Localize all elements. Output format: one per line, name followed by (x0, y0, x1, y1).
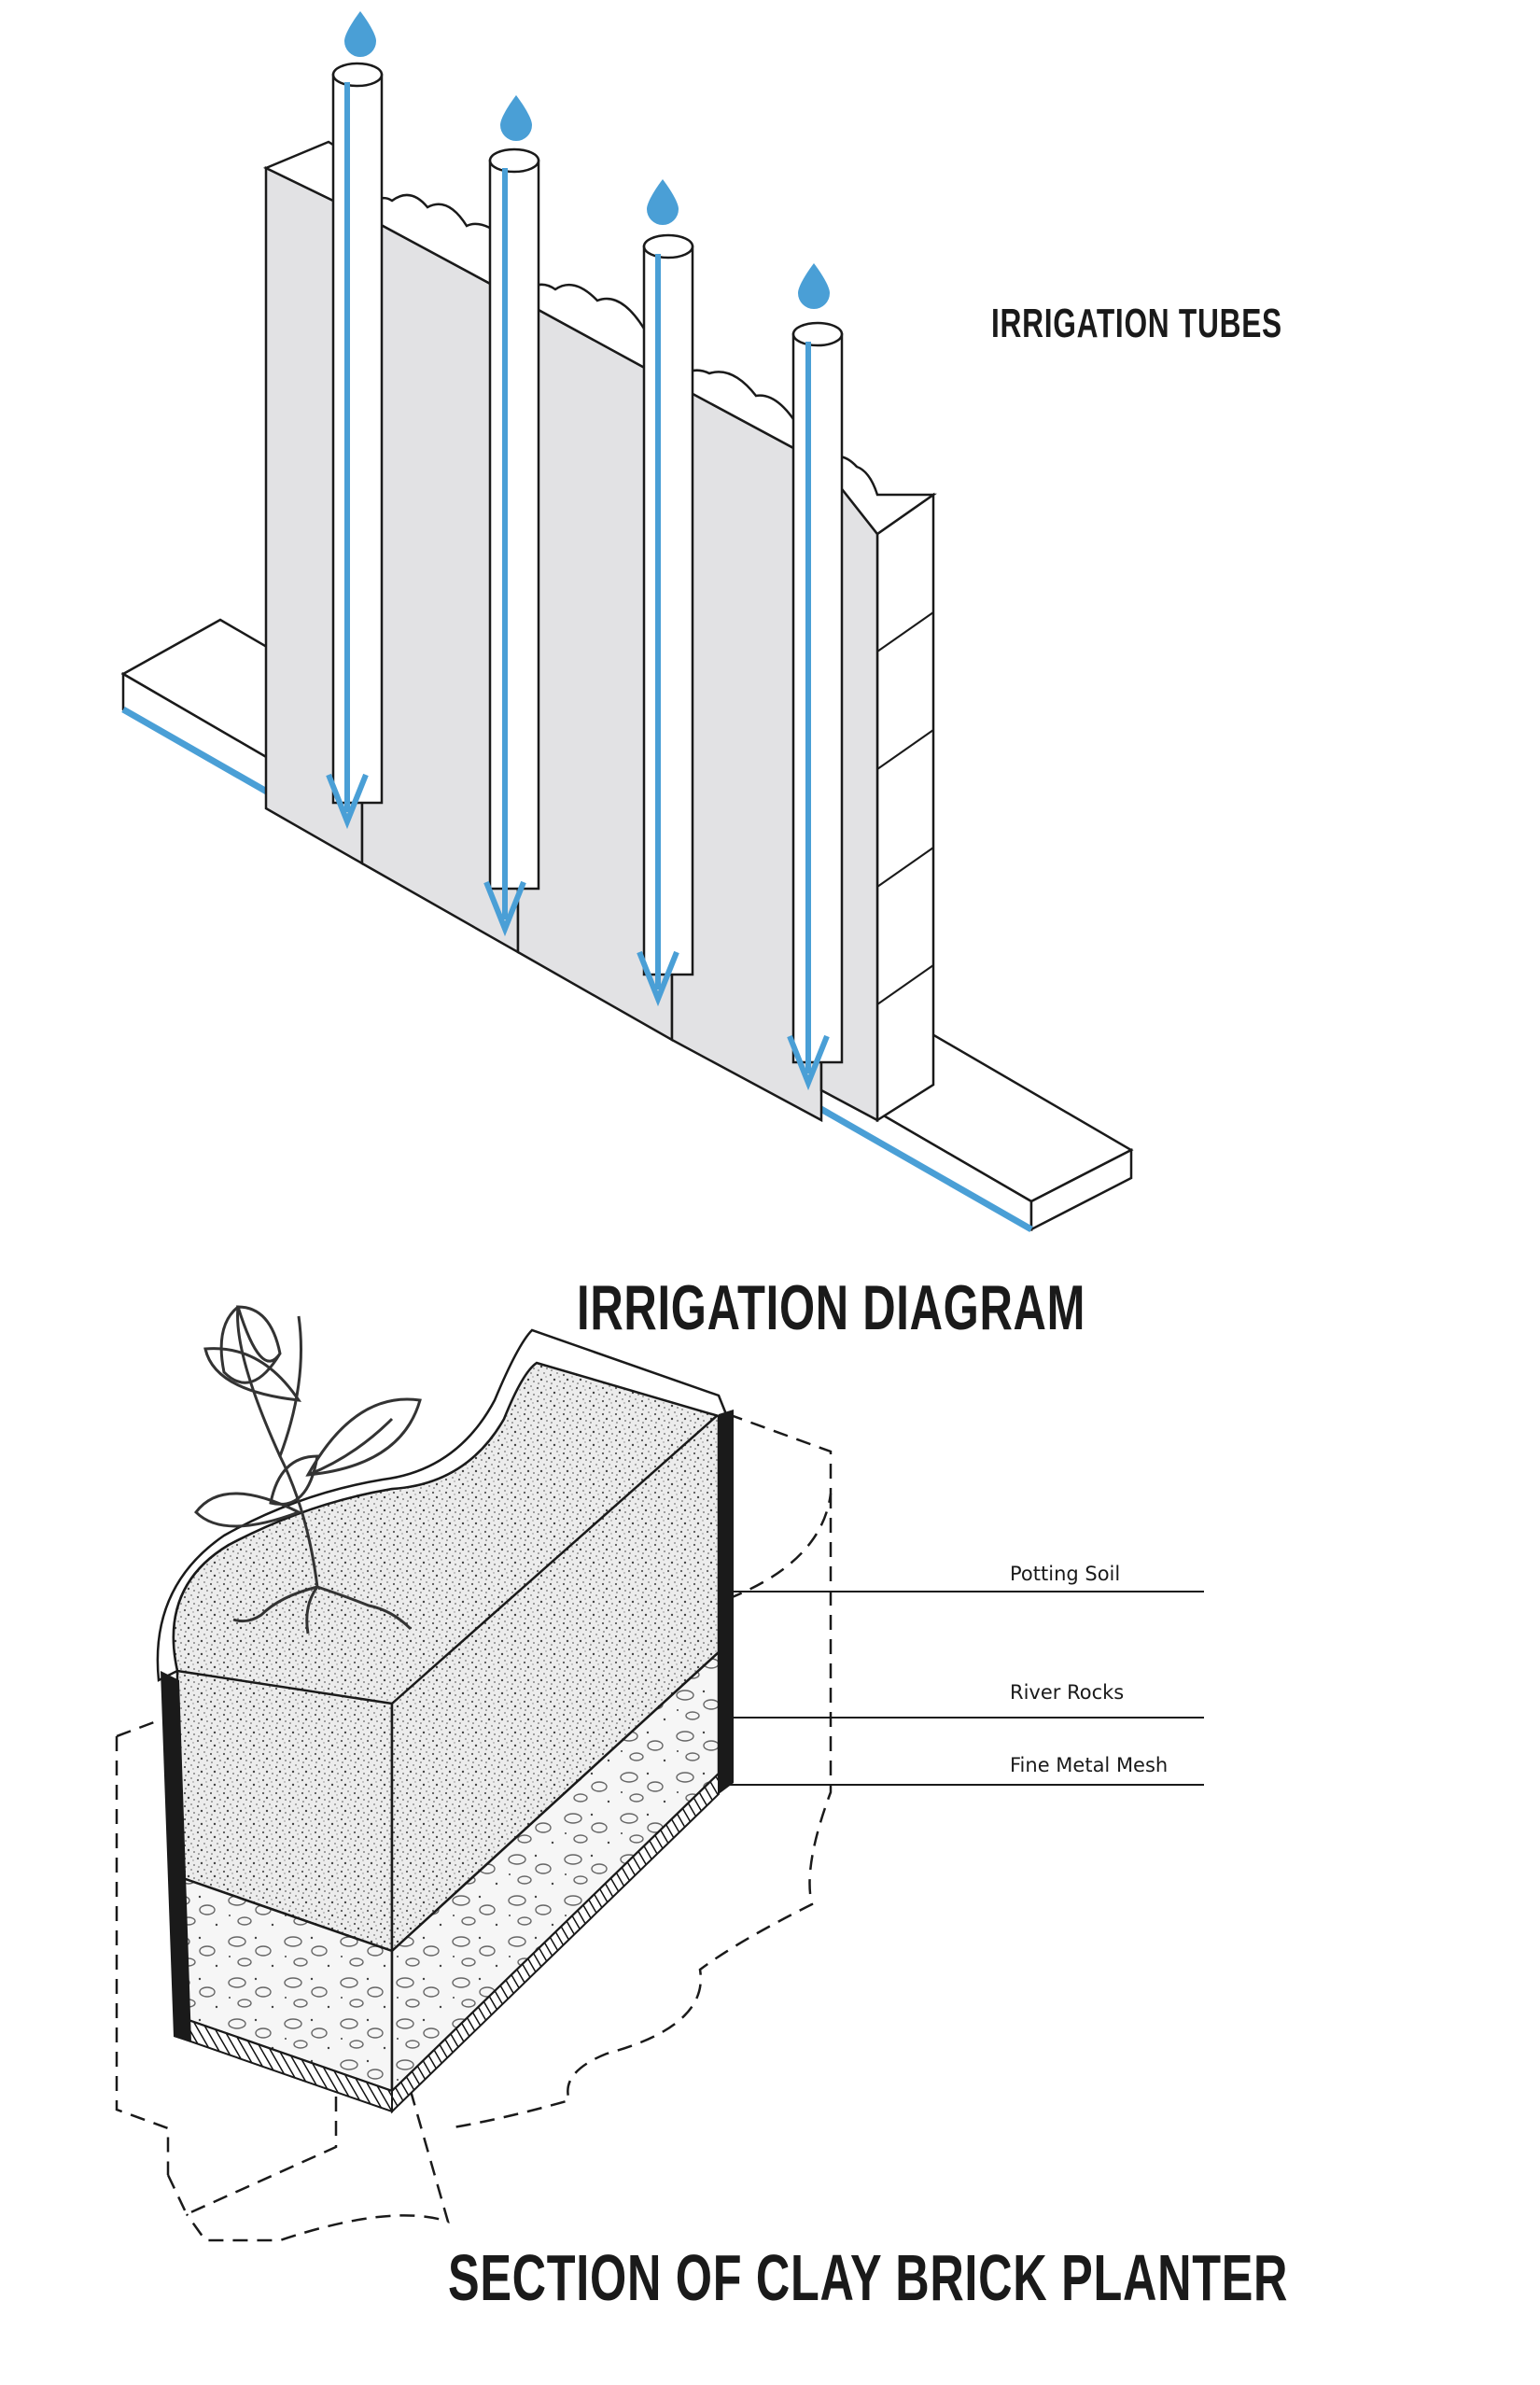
leaf-icon (269, 1454, 319, 1506)
irrigation-tube-1 (326, 62, 384, 830)
brick-column (875, 492, 935, 1123)
fine-metal-mesh-label: Fine Metal Mesh (1010, 1754, 1169, 1776)
clay-wall-cut (156, 1328, 731, 1682)
leaf-icon (219, 1305, 282, 1384)
plant (194, 1305, 422, 1634)
water-drop-icon (647, 179, 679, 225)
base-slab-end (1029, 1147, 1133, 1232)
water-drop-icon (798, 263, 830, 309)
irrigation-tubes-label: IRRIGATION TUBES (991, 301, 1282, 346)
water-drop-icon (344, 11, 376, 57)
clay-wall-left (161, 1671, 191, 2042)
irrigation-wall-drawing (120, 11, 1134, 1233)
clay-wall-right (719, 1410, 734, 1794)
irrigation-tube-3 (637, 233, 694, 1007)
potting-soil-label: Potting Soil (1010, 1563, 1121, 1585)
section-title: SECTION OF CLAY BRICK PLANTER (448, 2241, 1289, 2314)
irrigation-tube-4 (787, 321, 844, 1091)
water-drop-icon (500, 95, 532, 141)
planter-section-drawing (115, 1305, 1204, 2242)
irrigation-tube-2 (483, 147, 540, 937)
brick-joints (876, 611, 934, 1005)
river-rocks-label: River Rocks (1010, 1681, 1125, 1704)
leaf-icon (194, 1492, 302, 1528)
leader-lines (719, 1591, 1204, 1786)
leaf-icon (203, 1347, 302, 1402)
leaf-icon (305, 1397, 422, 1477)
irrigation-diagram-title: IRRIGATION DIAGRAM (577, 1272, 1086, 1343)
